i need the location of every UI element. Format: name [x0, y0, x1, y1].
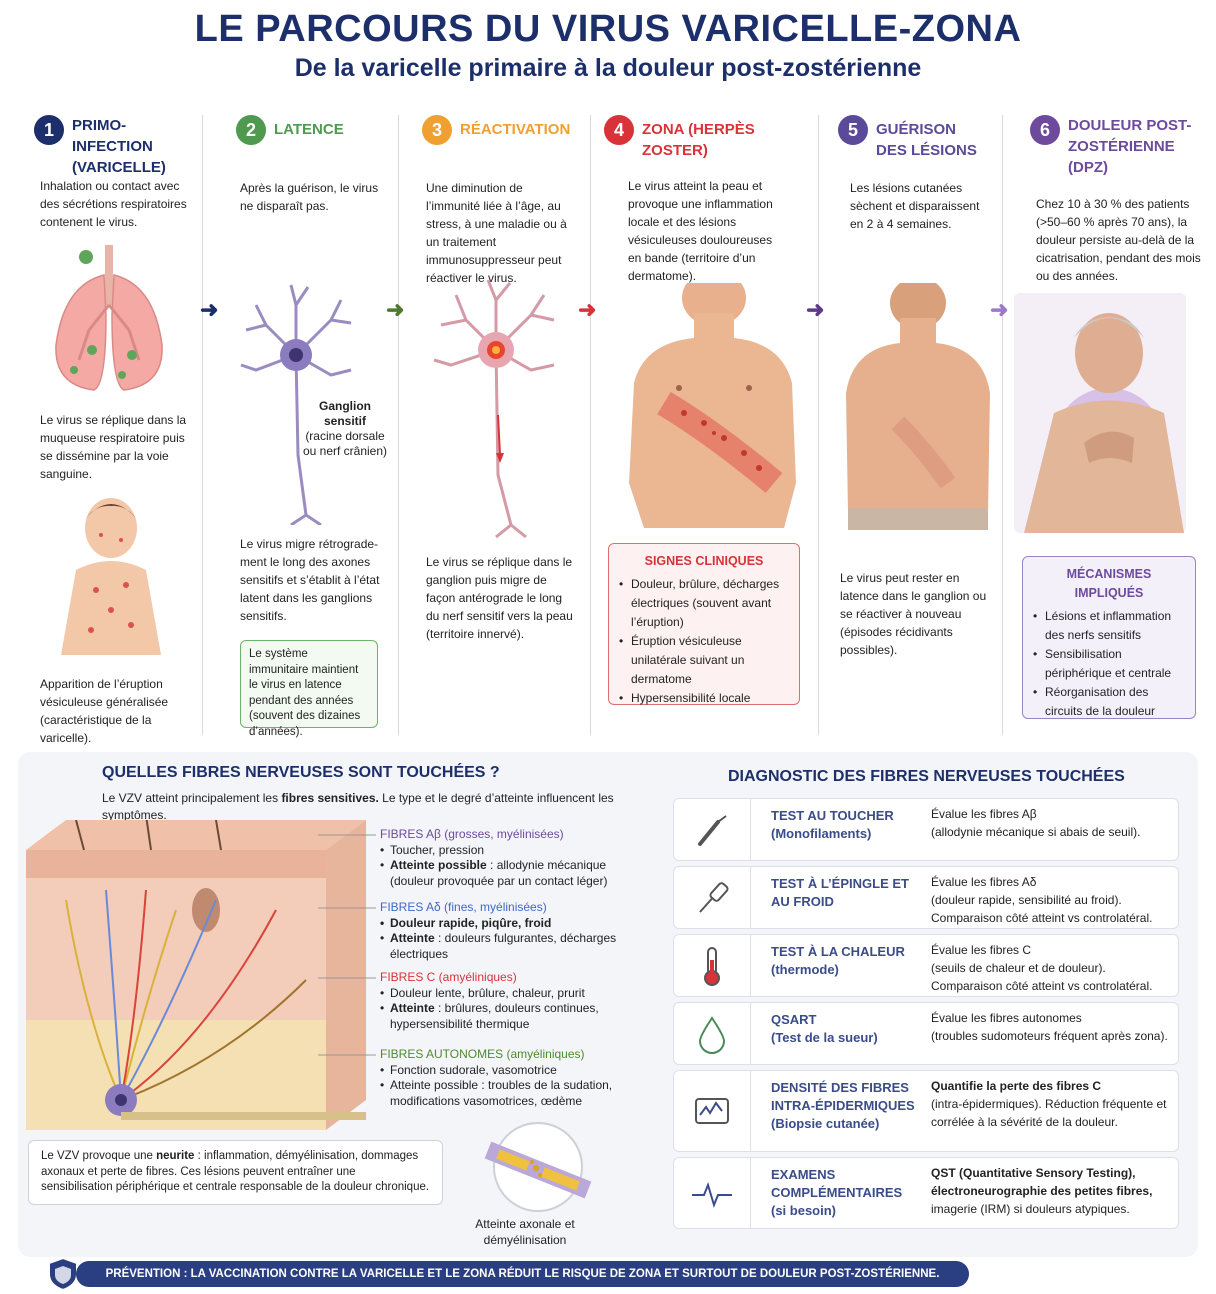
- biopsy-icon: [674, 1071, 751, 1151]
- ecg-icon: [674, 1158, 751, 1228]
- step-text: Le virus se réplique dans le ganglion pu…: [426, 555, 573, 641]
- fiber-c: FIBRES C (amyéliniques) Douleur lente, b…: [380, 970, 630, 1032]
- step-text: Apparition de l’éruption vésiculeuse gén…: [40, 677, 169, 745]
- monofilament-icon: [674, 799, 751, 860]
- step-title: LATENCE: [274, 121, 344, 138]
- elderly-pain-illustration: [1014, 293, 1186, 533]
- step-latence: 2 LATENCE Après la guérison, le virus ne…: [236, 115, 394, 738]
- diagnostic-desc: Évalue les fibres Aβ(allodynie mécanique…: [931, 807, 1141, 839]
- step-number: 5: [838, 115, 868, 145]
- diagnostic-name: DENSITÉ DES FIBRES INTRA-ÉPIDERMIQUES(Bi…: [771, 1080, 915, 1131]
- diagnostic-desc: Quantifie la perte des fibres C(intra-ép…: [931, 1079, 1167, 1129]
- diagnostic-name: TEST À LA CHALEUR(thermode): [771, 944, 905, 977]
- mechanism-item: Sensibilisation périphérique et centrale: [1033, 645, 1185, 683]
- diagnostic-desc: Évalue les fibres autonomes(troubles sud…: [931, 1011, 1168, 1043]
- step-number: 1: [34, 115, 64, 145]
- step-number: 3: [422, 115, 452, 145]
- back-healing-illustration: [846, 283, 990, 530]
- step-number: 6: [1030, 115, 1060, 145]
- step-number: 2: [236, 115, 266, 145]
- neuron-illustration: [240, 284, 352, 525]
- diagnostic-row: EXAMENS COMPLÉMENTAIRES(si besoin) QST (…: [673, 1157, 1179, 1229]
- drop-icon: [674, 1003, 751, 1064]
- step-zona: 4 ZONA (HERPÈS ZOSTER) Le virus atteint …: [604, 115, 804, 735]
- diagnostic-name: TEST AU TOUCHER(Monofilaments): [771, 808, 894, 841]
- column-divider: [202, 115, 203, 735]
- mechanism-item: Lésions et inflammation des nerfs sensit…: [1033, 607, 1185, 645]
- clinical-sign-item: Douleur, brûlure, décharges électriques …: [619, 575, 789, 632]
- step-number: 4: [604, 115, 634, 145]
- arrow-right-icon: ➜: [578, 297, 597, 322]
- column-divider: [1002, 115, 1003, 735]
- fiber-autonomes: FIBRES AUTONOMES (amyéliniques) Fonction…: [380, 1047, 630, 1109]
- step-text: Les lésions cutanées sèchent et disparai…: [850, 181, 980, 231]
- column-divider: [590, 115, 591, 735]
- mechanisms-box: MÉCANISMES IMPLIQUÉS Lésions et inflamma…: [1022, 556, 1196, 719]
- neuron-reactivation-illustration: [433, 279, 555, 539]
- neurite-note: Le VZV provoque une neurite : inflammati…: [28, 1140, 443, 1205]
- diagnostic-desc: Évalue les fibres Aδ(douleur rapide, sen…: [931, 875, 1153, 925]
- diagnostic-row: QSART(Test de la sueur) Évalue les fibre…: [673, 1002, 1179, 1065]
- page-subtitle: De la varicelle primaire à la douleur po…: [294, 54, 922, 82]
- mechanism-item: Réorganisation des circuits de la douleu…: [1033, 683, 1185, 721]
- diagnostic-title: DIAGNOSTIC DES FIBRES NERVEUSES TOUCHÉES: [728, 768, 1125, 785]
- step-text: Le virus peut rester en latence dans le …: [840, 571, 987, 657]
- step-guerison: 5 GUÉRISON DES LÉSIONS Les lésions cutan…: [838, 115, 998, 735]
- page-title: LE PARCOURS DU VIRUS VARICELLE-ZONA: [194, 8, 1022, 50]
- step-title: ZONA (HERPÈS ZOSTER): [642, 121, 755, 159]
- step-text: Le virus migre rétrograde-ment le long d…: [240, 537, 380, 623]
- torso-zona-illustration: [629, 283, 796, 528]
- clinical-signs-box: SIGNES CLINIQUES Douleur, brûlure, décha…: [608, 543, 800, 708]
- clinical-sign-item: Hypersensibilité locale: [619, 689, 789, 708]
- latence-box: Le système immunitaire maintient le viru…: [240, 640, 378, 738]
- step-text: Chez 10 à 30 % des patients (>50–60 % ap…: [1036, 197, 1201, 283]
- fibers-title: QUELLES FIBRES NERVEUSES SONT TOUCHÉES ?: [102, 764, 500, 781]
- diagnostic-desc: QST (Quantitative Sensory Testing), élec…: [931, 1166, 1153, 1216]
- thermometer-icon: [674, 935, 751, 996]
- diagnostic-name: QSART(Test de la sueur): [771, 1012, 878, 1045]
- diagnostic-row: TEST À LA CHALEUR(thermode) Évalue les f…: [673, 934, 1179, 997]
- diagnostic-name: EXAMENS COMPLÉMENTAIRES(si besoin): [771, 1167, 903, 1218]
- fiber-adelta: FIBRES Aδ (fines, myélinisées) Douleur r…: [380, 900, 630, 962]
- step-dpz: 6 DOULEUR POST-ZOSTÉRIENNE (DPZ) Chez 10…: [1014, 115, 1212, 735]
- step-text: Le virus atteint la peau et provoque une…: [628, 179, 773, 283]
- prevention-banner: PRÉVENTION : LA VACCINATION CONTRE LA VA…: [76, 1261, 969, 1287]
- diagnostic-row: TEST À L’ÉPINGLE ET AU FROID Évalue les …: [673, 866, 1179, 929]
- step-title: PRIMO-INFECTION (VARICELLE): [72, 117, 166, 176]
- step-title: RÉACTIVATION: [460, 121, 571, 138]
- axon-label: Atteinte axonale et démyélinisation: [475, 1217, 575, 1247]
- diagnostic-row: DENSITÉ DES FIBRES INTRA-ÉPIDERMIQUES(Bi…: [673, 1070, 1179, 1152]
- axon-damage-illustration: [484, 1122, 592, 1212]
- diagnostic-row: TEST AU TOUCHER(Monofilaments) Évalue le…: [673, 798, 1179, 861]
- fiber-leader-lines: [318, 834, 376, 1056]
- lungs-illustration: [55, 245, 163, 391]
- pin-icon: [674, 867, 751, 928]
- fiber-abeta: FIBRES Aβ (grosses, myélinisées) Toucher…: [380, 827, 630, 889]
- child-illustration: [61, 498, 161, 655]
- ganglion-label: Ganglion sensitif (racine dorsale ou ner…: [302, 399, 388, 458]
- column-divider: [818, 115, 819, 735]
- step-title: DOULEUR POST-ZOSTÉRIENNE (DPZ): [1068, 117, 1192, 176]
- arrow-right-icon: ➜: [990, 297, 1009, 322]
- arrow-right-icon: ➜: [200, 297, 219, 322]
- column-divider: [398, 115, 399, 735]
- step-primo-infection: 1 PRIMO-INFECTION (VARICELLE) Inhalation…: [34, 115, 200, 745]
- arrow-right-icon: ➜: [806, 297, 825, 322]
- diagnostic-name: TEST À L’ÉPINGLE ET AU FROID: [771, 876, 909, 909]
- step-title: GUÉRISON DES LÉSIONS: [876, 121, 977, 159]
- shield-icon: [48, 1256, 78, 1292]
- step-text: Inhalation ou contact avec des sécrétion…: [40, 179, 187, 229]
- diagnostic-desc: Évalue les fibres C(seuils de chaleur et…: [931, 943, 1153, 993]
- step-text: Le virus se réplique dans la muqueuse re…: [40, 413, 187, 481]
- fibers-intro: Le VZV atteint principalement les fibres…: [102, 791, 614, 822]
- step-text: Après la guérison, le virus ne disparaît…: [240, 181, 379, 213]
- arrow-right-icon: ➜: [386, 297, 405, 322]
- step-text: Une diminution de l’immunité liée à l’âg…: [426, 181, 567, 285]
- clinical-sign-item: Éruption vésiculeuse unilatérale suivant…: [619, 632, 789, 689]
- step-reactivation: 3 RÉACTIVATION Une diminution de l’immun…: [422, 115, 582, 735]
- skin-nerve-illustration: [26, 820, 366, 1130]
